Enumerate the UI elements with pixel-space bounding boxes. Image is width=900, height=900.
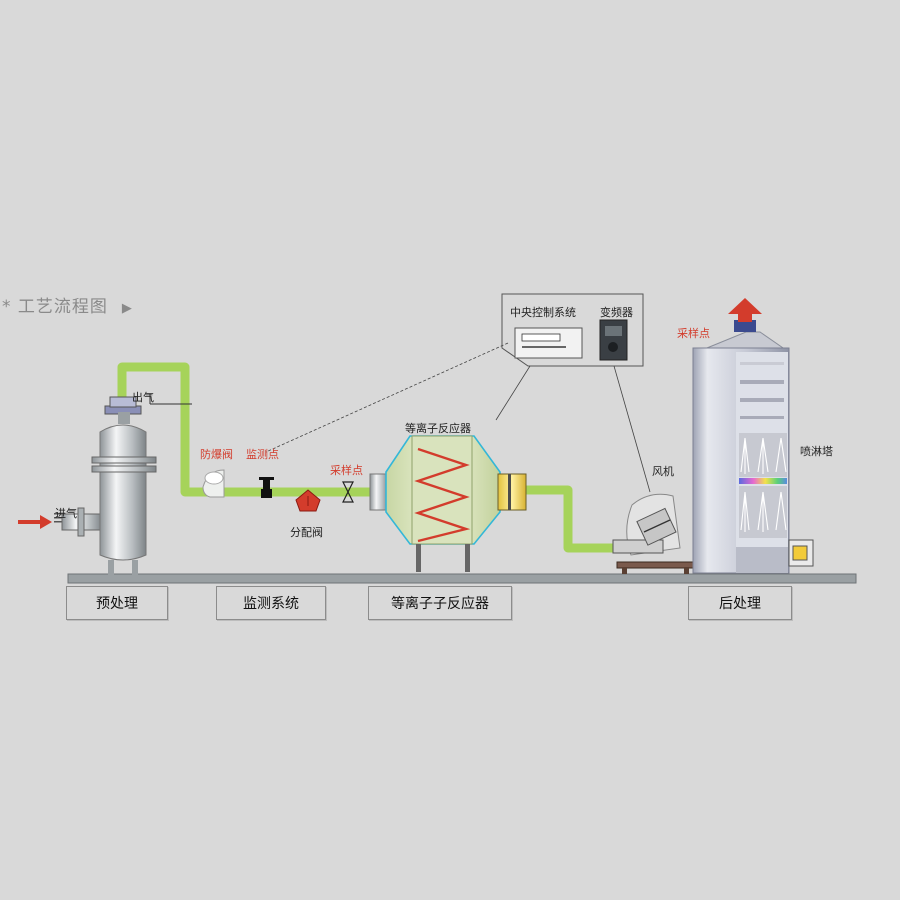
process-pipe bbox=[117, 362, 615, 553]
inlet-flange-icon bbox=[54, 513, 64, 523]
section-monitoring: 监测系统 bbox=[216, 586, 326, 620]
fan-label: 风机 bbox=[652, 465, 674, 478]
monitor-sensor-icon bbox=[259, 477, 274, 498]
section-pretreatment: 预处理 bbox=[66, 586, 168, 620]
reactor-signal-line bbox=[495, 365, 531, 421]
plasma-reactor bbox=[369, 435, 527, 572]
monitor-signal-line bbox=[265, 342, 509, 453]
fan-signal-line bbox=[613, 365, 651, 493]
explosion-valve-icon bbox=[202, 469, 225, 498]
explosion-valve-label: 防爆阀 bbox=[200, 448, 233, 461]
spray-tower-label: 喷淋塔 bbox=[800, 445, 833, 458]
outlet-arrow-icon bbox=[728, 298, 762, 332]
inlet-arrow-icon bbox=[18, 515, 52, 529]
section-reactor: 等离子子反应器 bbox=[368, 586, 512, 620]
central-control-label: 中央控制系统 bbox=[510, 306, 576, 319]
play-arrow-icon: ▶ bbox=[121, 301, 133, 316]
spray-tower bbox=[692, 331, 814, 574]
inlet-flange bbox=[77, 507, 85, 537]
section-posttreatment: 后处理 bbox=[688, 586, 792, 620]
heading-text: * 工艺流程图 bbox=[2, 297, 108, 317]
tower-sampling-point-label: 采样点 bbox=[677, 327, 710, 340]
sampling-valve-icon bbox=[342, 481, 354, 503]
fan-blower bbox=[612, 493, 695, 574]
distribution-valve-label: 分配阀 bbox=[290, 526, 323, 539]
diagram-heading: * 工艺流程图 ▶ bbox=[2, 292, 133, 317]
base-rail bbox=[67, 573, 857, 584]
outlet-label: 出气 bbox=[132, 391, 154, 404]
inverter-icon bbox=[599, 319, 628, 361]
central-controller-icon bbox=[514, 327, 583, 359]
plasma-reactor-label: 等离子反应器 bbox=[405, 422, 471, 435]
monitor-point-label: 监测点 bbox=[246, 448, 279, 461]
inlet-label: 进气 bbox=[55, 507, 77, 520]
pretreatment-vessel bbox=[91, 396, 157, 575]
distribution-valve-icon bbox=[295, 489, 321, 512]
inverter-label: 变频器 bbox=[600, 306, 633, 319]
sampling-point-label: 采样点 bbox=[330, 464, 363, 477]
